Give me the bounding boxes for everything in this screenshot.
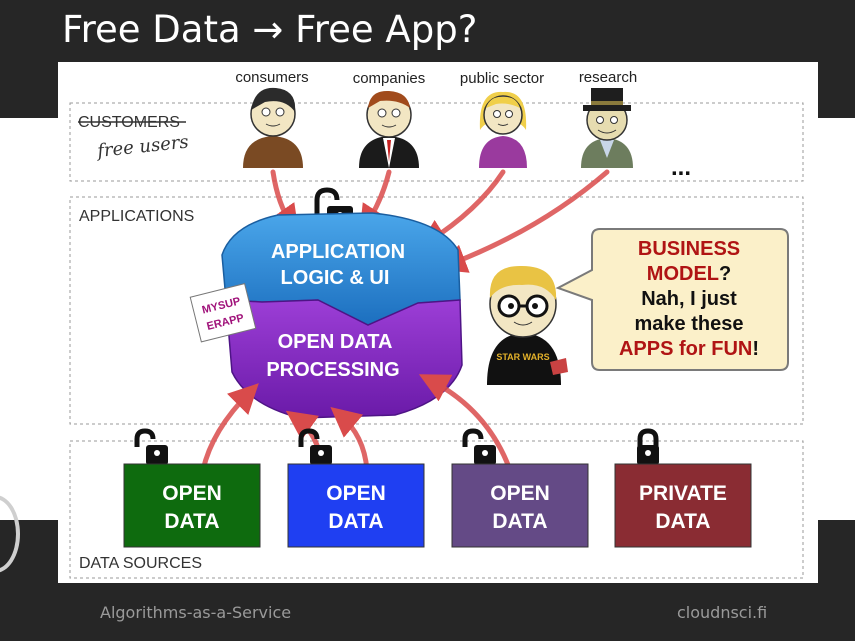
- unlocked-lock-icon: [462, 428, 496, 465]
- unlocked-lock-icon: [298, 428, 332, 465]
- research-figure: [581, 88, 633, 168]
- data-source-line1: OPEN: [326, 482, 386, 505]
- applications-section: [69, 196, 804, 425]
- public-sector-figure: [479, 91, 527, 168]
- person-label-research: research: [579, 69, 637, 86]
- customers-section: [69, 102, 804, 182]
- arrow-research: [436, 169, 610, 273]
- data-source-line2: DATA: [328, 510, 383, 533]
- data-sources-label: DATA SOURCES: [79, 555, 202, 572]
- data-source-line1: PRIVATE: [639, 482, 727, 505]
- footer-left-text: Algorithms-as-a-Service: [100, 603, 292, 622]
- person-label-consumers: consumers: [235, 69, 308, 86]
- data-source-box: [287, 463, 425, 548]
- bubble-line5: APPS for FUN!: [619, 338, 759, 360]
- mysuperapp-card: MYSUP ERAPP: [189, 283, 257, 343]
- bubble-line2b: ?: [719, 263, 731, 285]
- applications-label: APPLICATIONS: [79, 208, 194, 225]
- person-label-companies: companies: [353, 70, 426, 87]
- footer-right-text: cloudnsci.fi: [677, 603, 768, 622]
- bubble-line1: BUSINESS: [638, 238, 740, 260]
- locked-lock-icon: [637, 428, 659, 465]
- company-figure: [359, 90, 419, 168]
- bubble-line2: MODEL?: [647, 263, 731, 285]
- arrow-source-3: [330, 406, 370, 473]
- speech-bubble: BUSINESS MODEL? Nah, I just make these A…: [555, 228, 789, 371]
- bubble-line5b: !: [752, 338, 759, 360]
- data-source-block-4: PRIVATE DATA: [614, 463, 752, 548]
- bubble-line5a: APPS for FUN: [619, 338, 752, 360]
- data-source-block-2: OPEN DATA: [287, 463, 425, 548]
- bubble-line4: make these: [635, 313, 744, 335]
- processing-line1: OPEN DATA: [278, 331, 393, 353]
- app-logic-line1: APPLICATION: [271, 241, 405, 263]
- data-sources-section: [69, 440, 804, 579]
- processing-line2: PROCESSING: [266, 359, 399, 381]
- free-users-label: free users: [94, 132, 189, 163]
- data-source-blocks: OPEN DATA OPEN DATA OPEN DATA PRIVATE DATA: [123, 428, 752, 548]
- data-source-line1: OPEN: [162, 482, 222, 505]
- person-label-public-sector: public sector: [460, 70, 544, 87]
- developer-figure: STAR WARS: [487, 265, 568, 385]
- data-source-box: [123, 463, 261, 548]
- app-logic-line2: LOGIC & UI: [281, 267, 390, 289]
- data-source-line2: DATA: [164, 510, 219, 533]
- arrow-source-4: [418, 374, 513, 473]
- consumer-figure: [243, 87, 303, 168]
- bubble-line2a: MODEL: [647, 263, 719, 285]
- unlocked-lock-icon: [134, 428, 168, 465]
- slide-title: Free Data → Free App?: [62, 8, 478, 51]
- data-source-line2: DATA: [492, 510, 547, 533]
- developer-shirt-text: STAR WARS: [496, 352, 549, 362]
- more-customers-ellipsis: ...: [671, 154, 691, 181]
- data-source-box: [614, 463, 752, 548]
- data-source-line2: DATA: [655, 510, 710, 533]
- data-source-line1: OPEN: [490, 482, 550, 505]
- arrow-source-1: [200, 383, 259, 473]
- data-source-block-3: OPEN DATA: [451, 463, 589, 548]
- data-source-block-1: OPEN DATA: [123, 463, 261, 548]
- bubble-line3: Nah, I just: [641, 288, 737, 310]
- data-source-box: [451, 463, 589, 548]
